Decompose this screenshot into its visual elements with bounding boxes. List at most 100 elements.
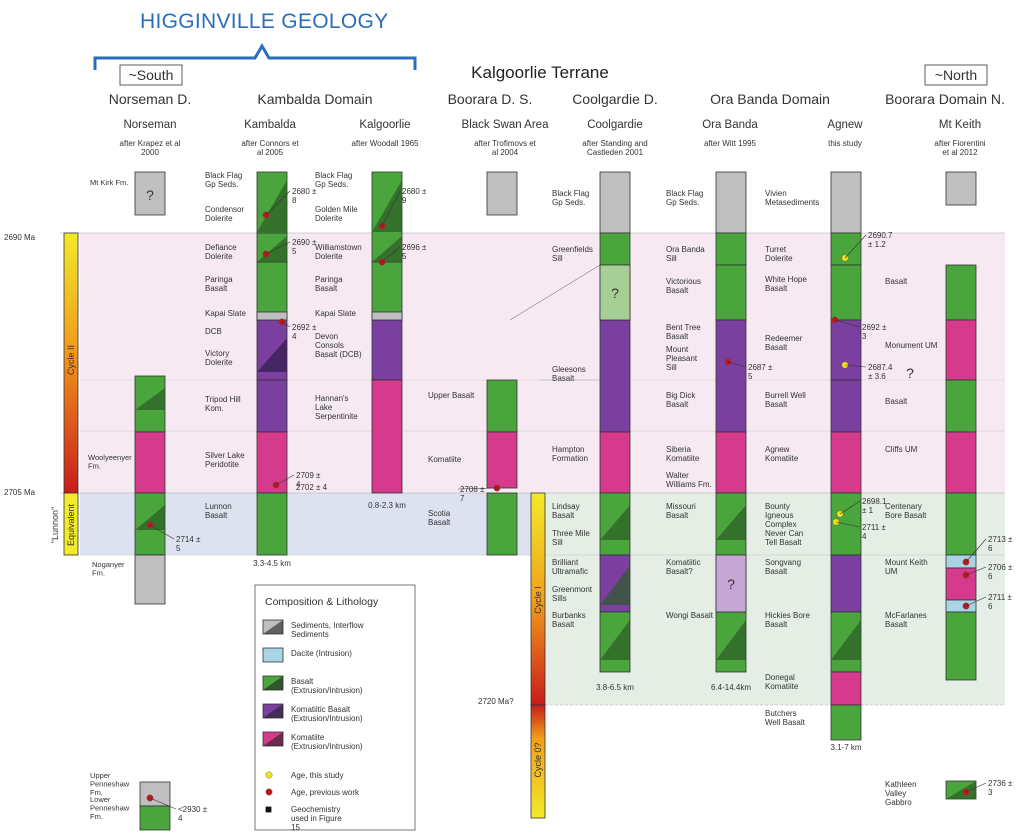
cycle2-label: Cycle II xyxy=(66,345,76,375)
thickness-label: 0.8-2.3 km xyxy=(368,501,406,510)
column-unit-basalt xyxy=(830,704,862,741)
mtkeith-unit-label: Basalt xyxy=(885,277,908,286)
age-label: 2713 ±6 xyxy=(988,535,1013,553)
cycle1-label: Cycle I xyxy=(533,586,543,614)
column-unit-basalt xyxy=(830,264,862,321)
legend-title: Composition & Lithology xyxy=(265,596,379,608)
equivalent-label: Equivalent xyxy=(66,503,76,546)
column-unit-basalt xyxy=(945,492,977,556)
domain-heading: Boorara D. S. xyxy=(448,91,533,107)
column-unit-basalt xyxy=(256,261,288,321)
age-label-leader xyxy=(457,487,498,490)
kambalda-unit-label: DCB xyxy=(205,327,222,336)
column-unit-sediment xyxy=(139,781,171,807)
mtkeith-unit-label: Monument UM xyxy=(885,341,938,350)
kapai-slate xyxy=(256,311,288,321)
dolerite-wedge xyxy=(716,620,746,660)
age-label-leader xyxy=(381,190,401,227)
legend-item-label: Komatiitic Basalt(Extrusion/Intrusion) xyxy=(291,705,363,723)
legend-geochem-square xyxy=(265,806,272,813)
column-unit-dacite xyxy=(945,554,977,569)
unknown-kombasalt-block xyxy=(715,554,747,613)
dolerite-wedge xyxy=(135,388,165,410)
dolerite-wedge xyxy=(257,338,287,372)
question-mark: ? xyxy=(611,285,619,301)
column-unit-kom_basalt xyxy=(371,319,403,381)
figure-title: HIGGINVILLE GEOLOGY xyxy=(140,10,389,33)
dolerite-wedge xyxy=(600,565,630,605)
source-citation: after Woodall 1965 xyxy=(351,139,419,148)
lunnon-bar xyxy=(63,492,79,556)
column-unit-kom_basalt xyxy=(830,319,862,381)
dolerite-wedge xyxy=(600,620,630,660)
column-unit-sediment xyxy=(945,171,977,206)
cycle0-label: Cycle 0? xyxy=(533,742,543,777)
lunnon-label: "Lunnon" xyxy=(50,507,60,543)
column-unit-sediment xyxy=(134,554,166,605)
age-label-2705: 2705 Ma xyxy=(4,488,36,497)
column-unit-komatiite xyxy=(256,431,288,494)
locality-heading: Agnew xyxy=(827,119,863,131)
column-unit-basalt xyxy=(945,379,977,433)
column-unit-komatiite xyxy=(486,431,518,489)
column-unit-komatiite xyxy=(945,319,977,381)
legend-wedge xyxy=(263,704,283,718)
column-unit-kom_basalt xyxy=(830,554,862,613)
age-label: 2696 ±5 xyxy=(402,243,427,261)
question-mark: ? xyxy=(727,576,735,592)
age-label: 2680 ±9 xyxy=(402,187,427,205)
locality-heading: Ora Banda xyxy=(702,119,758,131)
unknown-basalt-block xyxy=(599,264,631,321)
column-unit-komatiite xyxy=(134,431,166,494)
thickness-label: 6.4-14.4km xyxy=(711,683,751,692)
dolerite-wedge xyxy=(135,505,165,530)
legend-wedge xyxy=(263,732,283,746)
column-unit-komatiite xyxy=(371,379,403,494)
question-mark: ? xyxy=(906,365,914,381)
age-label: 2698.1± 1 xyxy=(862,497,887,515)
unit-label: Mt Kirk Fm. xyxy=(90,178,128,187)
column-unit-basalt xyxy=(715,264,747,321)
terrane-title: Kalgoorlie Terrane xyxy=(471,63,609,82)
dolerite-wedge xyxy=(372,180,402,232)
column-unit-basalt xyxy=(486,492,518,556)
locality-heading: Kalgoorlie xyxy=(359,119,410,131)
north-tag-box xyxy=(924,64,988,86)
age-label-leader xyxy=(965,596,987,607)
north-tag: ~North xyxy=(935,67,977,83)
age-label-2720: 2720 Ma? xyxy=(478,697,514,706)
age-label: 2711 ±6 xyxy=(988,593,1012,611)
age-label: 2736 ±3 xyxy=(988,779,1013,797)
column-unit-sediment xyxy=(830,171,862,234)
age-label-leader xyxy=(275,474,295,486)
column-unit-komatiite xyxy=(599,431,631,494)
dolerite-wedge xyxy=(257,180,287,232)
age-label: 2690.7± 1.2 xyxy=(868,231,893,249)
